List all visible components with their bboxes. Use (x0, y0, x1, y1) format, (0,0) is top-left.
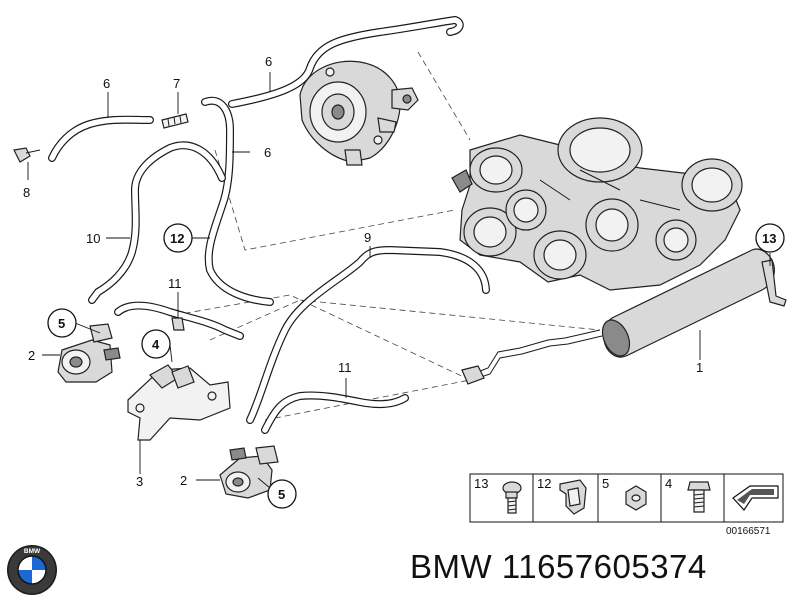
label-8: 8 (23, 185, 30, 200)
logo-text: BMW (24, 548, 41, 555)
callout-circle-4 (141, 329, 171, 359)
clip-11 (171, 317, 185, 331)
legend-label-4: 4 (665, 476, 672, 491)
bracket-3 (127, 364, 231, 441)
vacuum-hoses (48, 16, 490, 434)
bmw-logo-icon: BMW (7, 545, 57, 595)
label-11-lower: 11 (338, 360, 352, 375)
legend-label-12: 12 (537, 476, 551, 491)
part-number-caption: BMW 11657605374 (410, 548, 707, 585)
label-6-a: 6 (103, 76, 110, 91)
callout-circle-12 (163, 223, 193, 253)
label-3: 3 (136, 474, 143, 489)
bolt-4-icon (687, 481, 711, 513)
label-13: 13 (762, 231, 776, 246)
callouts: 6 7 6 6 8 10 9 1 2 3 11 11 2 12 13 5 4 5 (23, 54, 785, 509)
label-2-upper: 2 (28, 348, 35, 363)
vacuum-reservoir (461, 248, 787, 385)
label-9: 9 (364, 230, 371, 245)
label-6-c: 6 (264, 145, 271, 160)
callout-circle-5-upper (47, 308, 77, 338)
pressure-converter-upper (57, 323, 121, 383)
label-2-lower: 2 (180, 473, 187, 488)
diagram-code: 00166571 (726, 526, 771, 537)
small-parts-legend: 13 12 5 4 (469, 473, 784, 523)
callout-circle-13 (755, 223, 785, 253)
legend-label-13: 13 (474, 476, 488, 491)
label-10: 10 (86, 231, 100, 246)
label-5-lower: 5 (278, 487, 285, 502)
pressure-converter-lower (219, 445, 279, 499)
nut-5-icon (625, 485, 647, 511)
legend-label-5: 5 (602, 476, 609, 491)
turbocharger-assembly (451, 117, 743, 291)
label-4: 4 (152, 337, 160, 352)
label-5-upper: 5 (58, 316, 65, 331)
connector-8 (13, 147, 41, 163)
label-7: 7 (173, 76, 180, 91)
label-12: 12 (170, 231, 184, 246)
label-1: 1 (696, 360, 703, 375)
label-6-b: 6 (265, 54, 272, 69)
clip-12-icon (559, 479, 587, 515)
arrow-symbol-icon (732, 485, 779, 511)
leader-lines (27, 72, 771, 489)
bolt-13-icon (502, 481, 522, 514)
vacuum-pump (299, 60, 419, 166)
hose-clamp-7 (161, 113, 189, 129)
label-11-upper: 11 (168, 276, 182, 291)
callout-circle-5-lower (267, 479, 297, 509)
